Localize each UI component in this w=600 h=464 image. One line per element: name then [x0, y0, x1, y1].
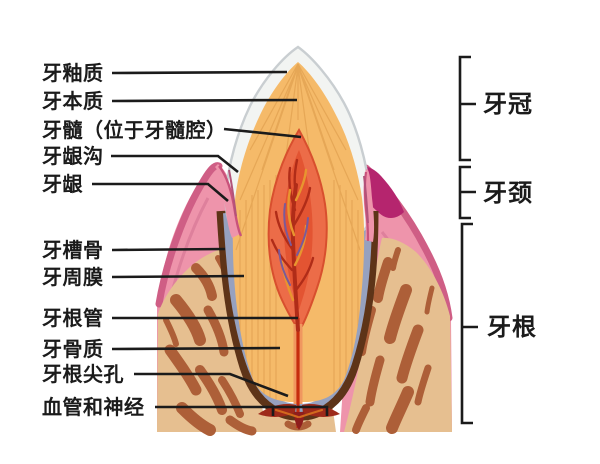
leader-periodontal-membrane — [111, 274, 245, 279]
leader-pulp — [223, 127, 302, 139]
bracket-crown — [458, 55, 476, 162]
leader-alveolar-bone — [111, 247, 226, 252]
leader-dentin — [111, 98, 298, 103]
dentin-striations — [235, 63, 361, 402]
bracket-root — [460, 222, 478, 425]
label-root: 牙根 — [487, 313, 537, 341]
label-vessels-nerves: 血管和神经 — [42, 395, 145, 419]
label-crown: 牙冠 — [483, 90, 533, 118]
label-alveolar-bone: 牙槽骨 — [42, 238, 104, 262]
leader-gingival-sulcus — [111, 154, 239, 174]
label-cementum: 牙骨质 — [42, 337, 104, 361]
gingival-sulcus-line — [228, 169, 237, 217]
label-enamel: 牙釉质 — [42, 61, 104, 85]
vessels-nerves-bracket — [271, 405, 329, 416]
leader-lines — [92, 70, 329, 416]
leader-gingiva — [92, 182, 229, 202]
leader-enamel — [111, 70, 288, 75]
pulp-vessels — [270, 158, 315, 332]
label-neck: 牙颈 — [483, 179, 533, 207]
label-gingiva: 牙龈 — [42, 172, 83, 196]
label-apical-foramen: 牙根尖孔 — [42, 362, 124, 386]
bracket-neck — [458, 165, 476, 220]
label-dentin: 牙本质 — [42, 89, 104, 113]
label-periodontal-membrane: 牙周膜 — [42, 265, 104, 289]
section-brackets — [458, 55, 478, 425]
leader-cementum — [111, 346, 281, 351]
label-root-canal: 牙根管 — [42, 306, 104, 330]
label-pulp: 牙髓（位于牙髓腔） — [42, 118, 227, 142]
gingival-sulcus-line-right — [363, 175, 369, 224]
leader-apical-foramen — [134, 372, 289, 398]
label-gingival-sulcus: 牙龈沟 — [42, 144, 104, 168]
